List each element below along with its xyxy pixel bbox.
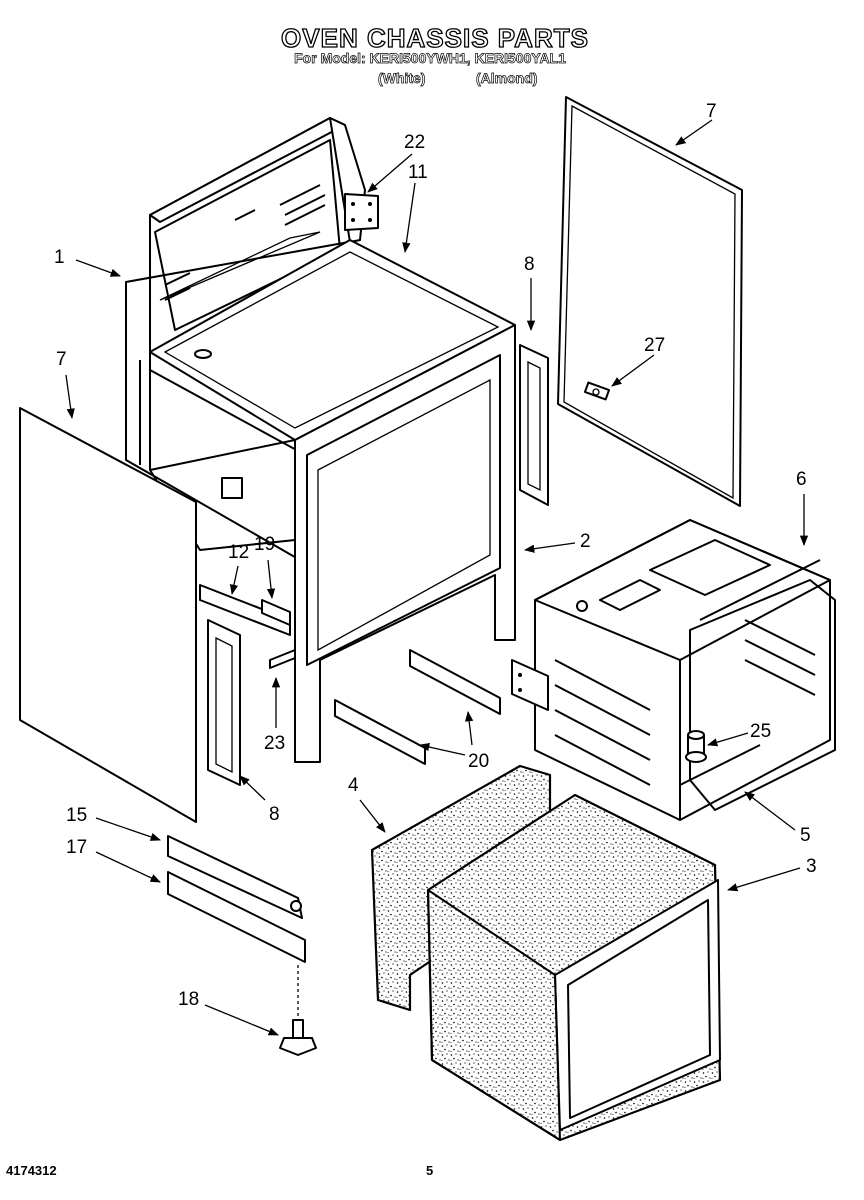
callout-17: 17 (66, 837, 88, 858)
callout-11: 11 (408, 162, 428, 183)
callout-27: 27 (644, 335, 666, 356)
callout-3: 3 (806, 856, 817, 877)
rails-part-20 (334, 649, 501, 765)
callout-22: 22 (404, 132, 426, 153)
callout-8-right: 8 (524, 254, 535, 275)
side-panel-left (19, 407, 197, 823)
variant-almond: (Almond) (476, 70, 538, 87)
page-title: OVEN CHASSIS PARTS (280, 23, 589, 53)
rail-part-17 (167, 871, 306, 963)
variant-white: (White) (378, 70, 426, 87)
callout-23: 23 (264, 733, 286, 754)
screw-part-27 (583, 381, 611, 401)
brackets-part-12-19-23 (199, 584, 296, 669)
callout-7-right: 7 (706, 101, 717, 122)
callout-6: 6 (796, 469, 807, 490)
callout-leaders (65, 119, 809, 1036)
callout-4: 4 (348, 775, 359, 796)
insulation-part-3 (426, 793, 722, 1142)
callout-2: 2 (580, 531, 591, 552)
callout-19: 19 (254, 534, 276, 555)
chassis-frame (125, 117, 516, 763)
side-panel-right (557, 96, 743, 507)
bracket-part-8-left (207, 619, 241, 786)
callout-7-left: 7 (56, 349, 67, 370)
callout-8-left: 8 (269, 804, 280, 825)
hinge-part-22 (344, 193, 379, 231)
callout-1: 1 (54, 247, 65, 268)
document-number: 4174312 (6, 1163, 57, 1178)
callout-25: 25 (750, 721, 772, 742)
bracket-part-8-right (519, 344, 549, 506)
callout-18: 18 (178, 989, 200, 1010)
page-number: 5 (426, 1163, 434, 1178)
leveling-leg-part-18 (279, 965, 317, 1056)
model-line: For Model: KERI500YWH1, KERI500YAL1 (294, 50, 566, 67)
callout-5: 5 (800, 825, 811, 846)
oven-cavity-part-6 (511, 519, 836, 821)
callout-20: 20 (468, 751, 490, 772)
rail-part-15 (167, 835, 303, 919)
callout-15: 15 (66, 805, 88, 826)
callout-12: 12 (228, 542, 250, 563)
